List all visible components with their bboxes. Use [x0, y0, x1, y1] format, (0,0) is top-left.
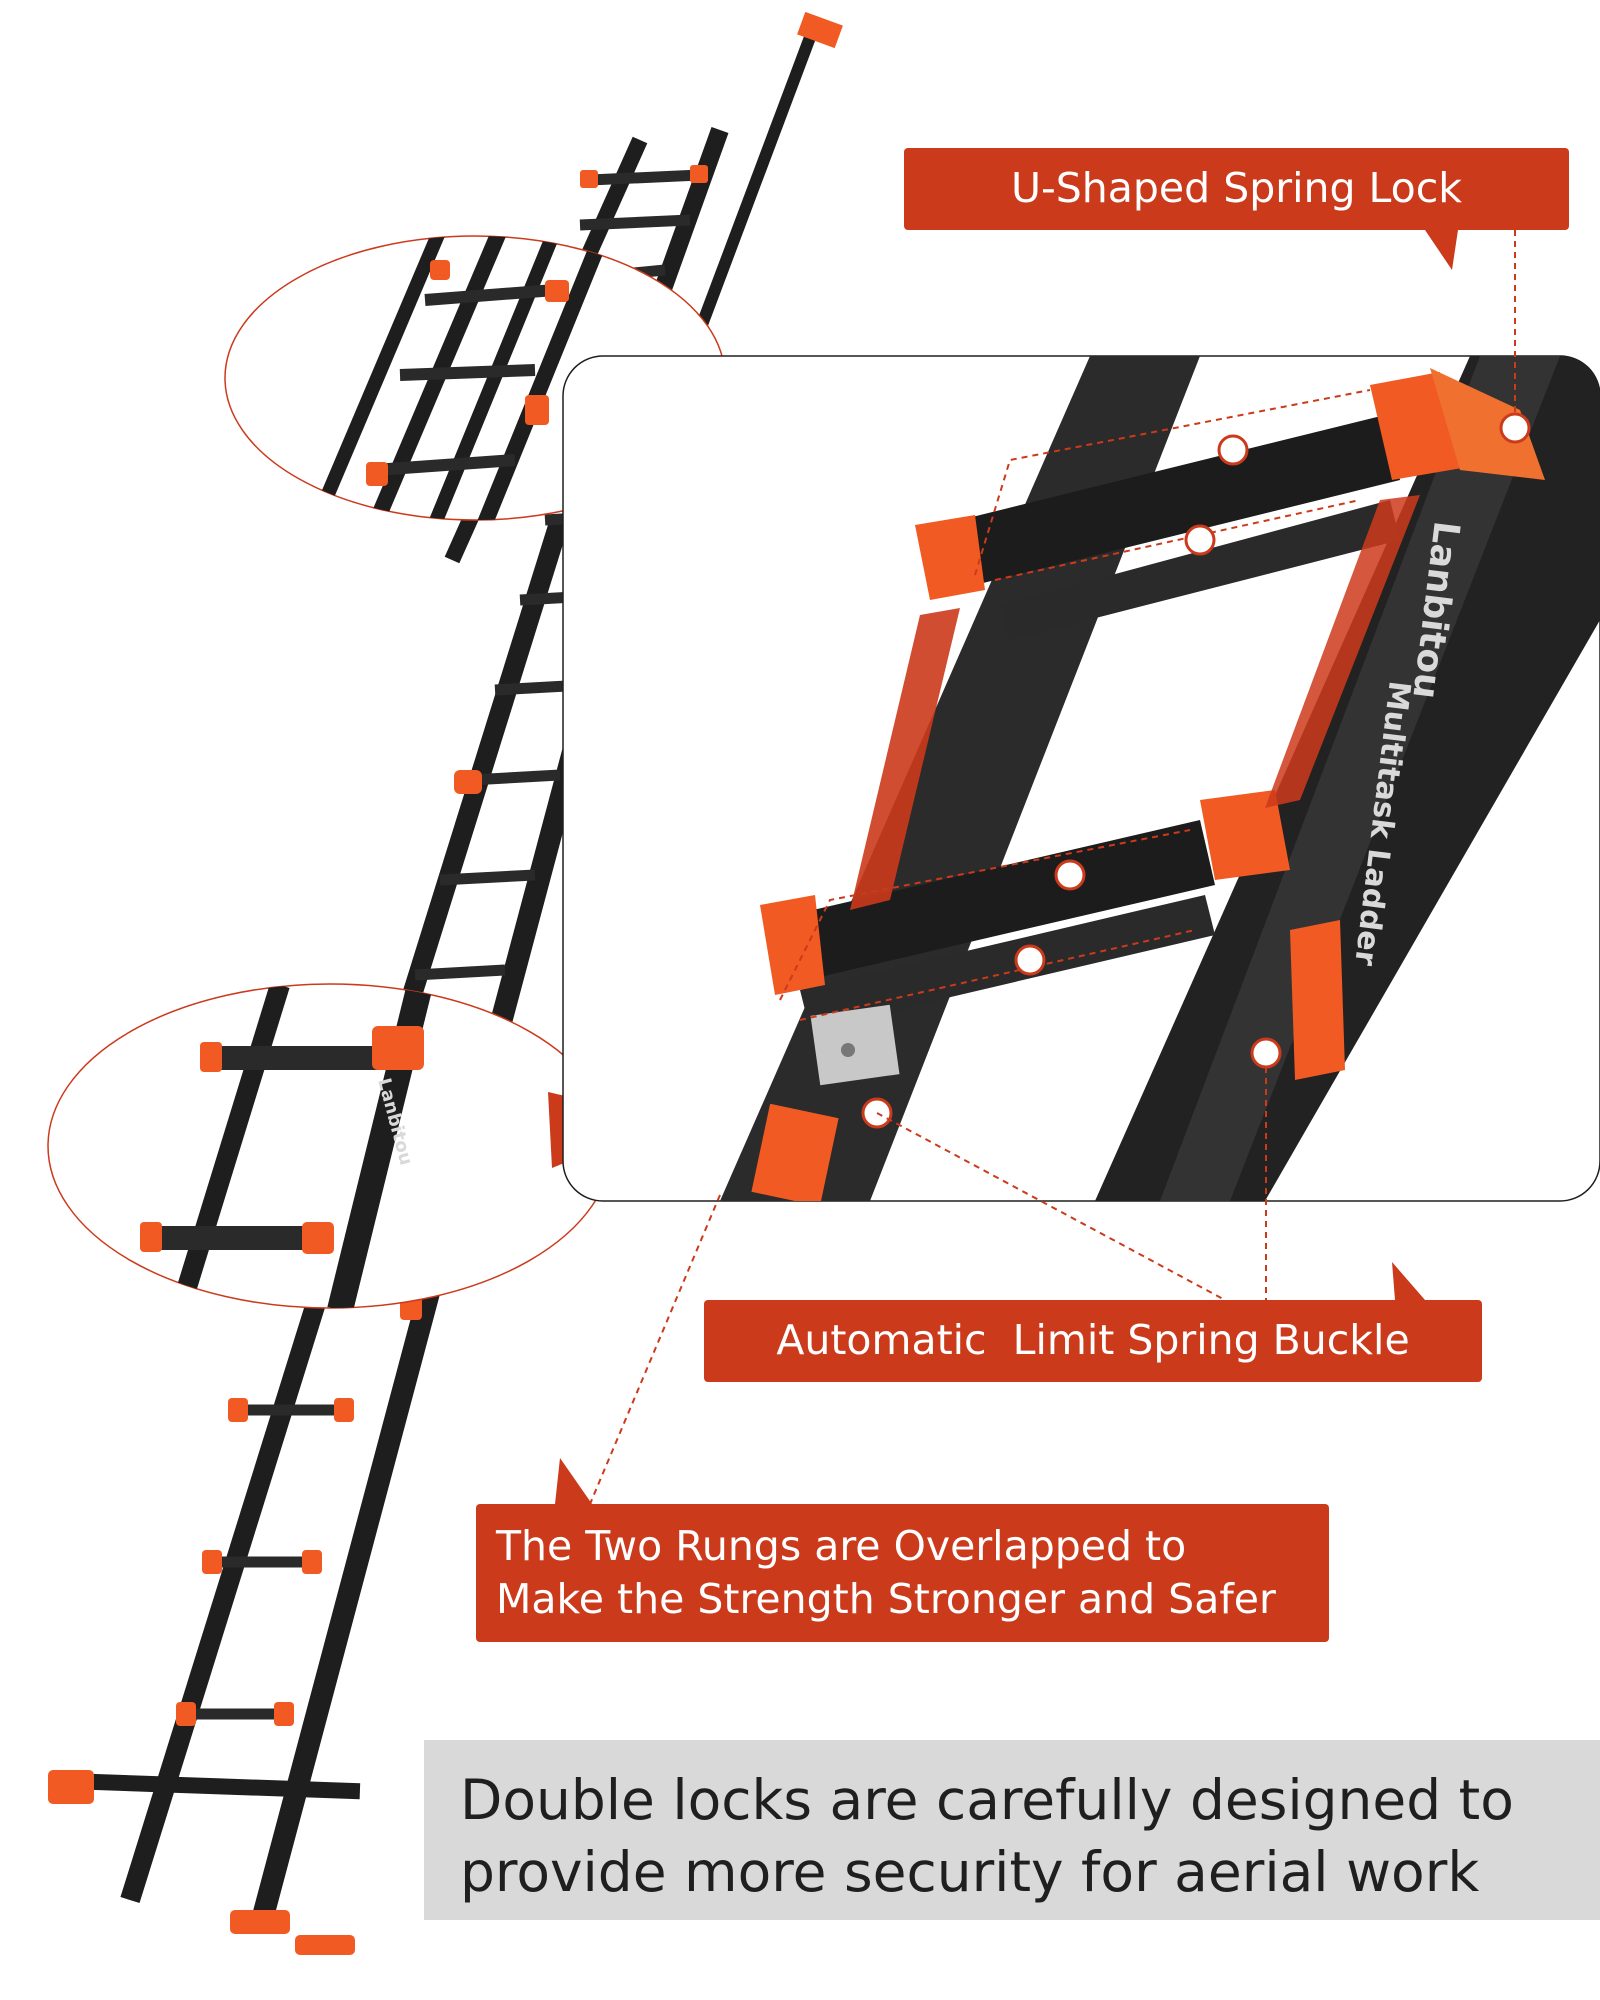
leader-lines [589, 230, 1516, 1505]
callout-spring-lock: U-Shaped Spring Lock [904, 148, 1569, 230]
callout-spring-lock-text: U-Shaped Spring Lock [1010, 164, 1463, 213]
tagline-line-1: Double locks are carefully designed to [460, 1768, 1514, 1832]
callout-spring-buckle: Automatic Limit Spring Buckle [704, 1300, 1482, 1382]
tagline-banner: Double locks are carefully designed to p… [424, 1740, 1600, 1920]
callout-rungs-line-1: The Two Rungs are Overlapped to [496, 1521, 1187, 1570]
callout-rungs-line-2: Make the Strength Stronger and Safer [496, 1575, 1276, 1623]
callout-spring-buckle-text: Automatic Limit Spring Buckle [776, 1316, 1410, 1365]
zoom-bubble-bottom: Lanbitou [47, 983, 670, 1309]
callout-pointers [555, 230, 1458, 1504]
callout-overlapped-rungs: The Two Rungs are Overlapped to Make the… [476, 1504, 1329, 1642]
detail-panel: Lanbitou Multitask Ladder [562, 355, 1600, 1202]
tagline-line-2: provide more security for aerial work [460, 1840, 1480, 1904]
callout-overlapped-rungs-text: The Two Rungs are Overlapped to Make the… [496, 1520, 1276, 1627]
